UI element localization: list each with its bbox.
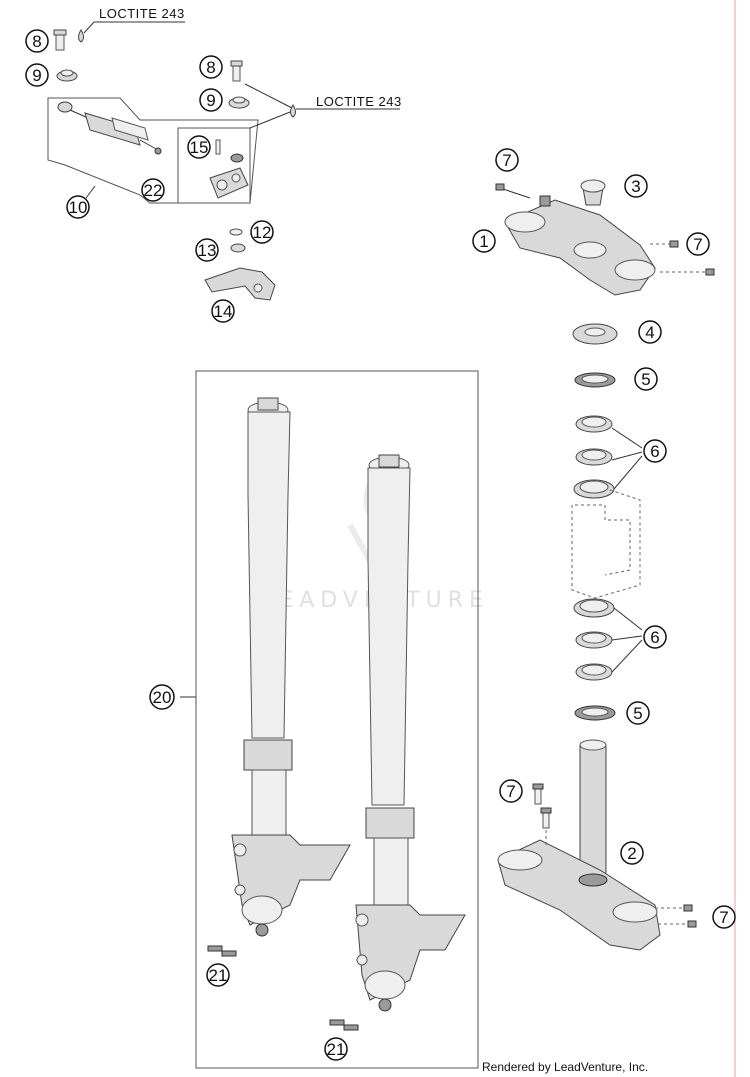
callout-4: 4 bbox=[638, 320, 662, 344]
fork-leg-right bbox=[355, 454, 466, 1012]
svg-text:1: 1 bbox=[479, 232, 488, 251]
bolt-7b bbox=[669, 240, 679, 248]
steering-damper bbox=[57, 101, 162, 155]
fork-leg-left bbox=[231, 397, 351, 937]
svg-text:20: 20 bbox=[153, 688, 172, 707]
svg-text:7: 7 bbox=[506, 782, 515, 801]
callout-6-upper: 6 bbox=[643, 439, 667, 463]
callout-2: 2 bbox=[620, 841, 644, 865]
callout-21-left: 21 bbox=[206, 963, 230, 987]
bolt-7a bbox=[499, 187, 531, 199]
callout-6-lower: 6 bbox=[643, 625, 667, 649]
callout-1: 1 bbox=[472, 229, 496, 253]
svg-text:2: 2 bbox=[627, 844, 636, 863]
bolt-8-top bbox=[53, 29, 67, 51]
fork-bolts-21-right bbox=[329, 1019, 359, 1031]
callout-20: 20 bbox=[149, 684, 175, 710]
svg-text:7: 7 bbox=[693, 235, 702, 254]
callout-3: 3 bbox=[624, 174, 648, 198]
loctite-label-mid: LOCTITE 243 bbox=[316, 94, 402, 109]
bolt-8-mid bbox=[230, 60, 243, 82]
clamp-22 bbox=[209, 167, 249, 199]
steering-nut-3 bbox=[580, 179, 606, 206]
bolt-7c bbox=[705, 268, 715, 276]
inner-part-box bbox=[177, 127, 251, 204]
svg-text:5: 5 bbox=[633, 704, 642, 723]
svg-text:7: 7 bbox=[502, 151, 511, 170]
svg-text:9: 9 bbox=[32, 66, 41, 85]
fork-group-frame bbox=[195, 370, 479, 1069]
callout-12: 12 bbox=[250, 220, 274, 244]
svg-text:12: 12 bbox=[253, 223, 272, 242]
lower-triple-clamp bbox=[497, 739, 661, 951]
callout-7-c: 7 bbox=[499, 779, 523, 803]
bearing-set-6-lower bbox=[573, 598, 615, 681]
callout-5-top: 5 bbox=[634, 367, 658, 391]
svg-text:6: 6 bbox=[650, 628, 659, 647]
bolts-7-lower-left bbox=[532, 783, 552, 845]
callout-7-a: 7 bbox=[495, 148, 519, 172]
callout-10: 10 bbox=[66, 195, 90, 219]
bolts-7-lower-right bbox=[655, 904, 697, 928]
bracket-14 bbox=[204, 267, 276, 301]
fork-bolts-21-left bbox=[207, 945, 237, 957]
svg-text:3: 3 bbox=[631, 177, 640, 196]
callout-7-d: 7 bbox=[712, 905, 736, 929]
loctite-drop-top bbox=[78, 29, 84, 43]
callout-8-top: 8 bbox=[25, 29, 49, 53]
callout-9-top: 9 bbox=[25, 63, 49, 87]
screw-15 bbox=[215, 139, 221, 155]
svg-text:15: 15 bbox=[190, 138, 209, 157]
callout-21-right: 21 bbox=[324, 1037, 348, 1061]
loctite-label-top: LOCTITE 243 bbox=[99, 6, 185, 21]
svg-text:14: 14 bbox=[214, 302, 233, 321]
callout-22: 22 bbox=[141, 178, 165, 202]
washer-13 bbox=[230, 243, 246, 253]
svg-text:7: 7 bbox=[719, 908, 728, 927]
callout-5-lower: 5 bbox=[626, 701, 650, 725]
callout-7-b: 7 bbox=[686, 232, 710, 256]
svg-text:13: 13 bbox=[198, 241, 217, 260]
callout-9-mid: 9 bbox=[199, 88, 223, 112]
svg-text:8: 8 bbox=[32, 32, 41, 51]
upper-triple-clamp bbox=[504, 195, 656, 296]
render-credit: Rendered by LeadVenture, Inc. bbox=[482, 1060, 648, 1074]
damper-frame bbox=[47, 97, 259, 204]
callout-13: 13 bbox=[195, 238, 219, 262]
svg-text:5: 5 bbox=[641, 370, 650, 389]
small-nut bbox=[230, 153, 244, 163]
callout-14: 14 bbox=[211, 299, 235, 323]
svg-text:22: 22 bbox=[144, 181, 163, 200]
svg-text:6: 6 bbox=[650, 442, 659, 461]
bearing-set-6-upper bbox=[573, 415, 615, 499]
svg-text:4: 4 bbox=[645, 323, 654, 342]
head-tube-ghost bbox=[571, 489, 641, 599]
callout-15: 15 bbox=[187, 135, 211, 159]
washer-12 bbox=[229, 228, 243, 236]
svg-text:9: 9 bbox=[206, 91, 215, 110]
svg-text:10: 10 bbox=[69, 198, 88, 217]
svg-text:8: 8 bbox=[206, 58, 215, 77]
svg-text:21: 21 bbox=[209, 966, 228, 985]
callout-8-mid: 8 bbox=[199, 55, 223, 79]
svg-text:21: 21 bbox=[327, 1040, 346, 1059]
loctite-drop-mid bbox=[290, 104, 296, 118]
